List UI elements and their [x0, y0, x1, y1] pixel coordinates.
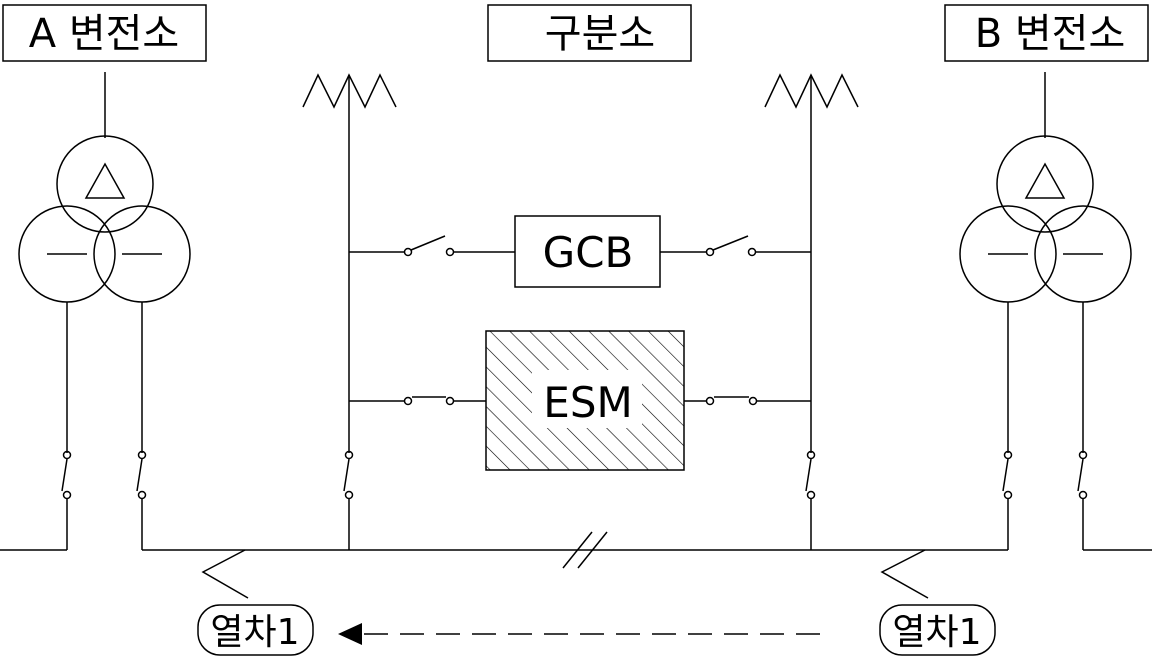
pantograph-left [201, 549, 249, 599]
substation-a-label: A 변전소 [29, 11, 179, 57]
substation-b-title: B 변전소 [944, 4, 1149, 62]
train-right-label: 열차1 [892, 612, 981, 653]
train-right: 열차1 [879, 604, 996, 656]
substation-b-feeders [1002, 302, 1088, 550]
substation-a-feeders [61, 302, 147, 550]
catenary-line [0, 531, 1152, 569]
sectioning-post-label: 구분소 [545, 11, 655, 57]
substation-b-transformer [959, 72, 1132, 303]
section-break-mark [562, 531, 593, 569]
sectioning-post-title: 구분소 [487, 4, 692, 62]
esm-label: ESM [543, 378, 632, 427]
arrow-left-icon [338, 623, 362, 645]
right-arrester-bus [764, 73, 859, 550]
esm-label-bg [532, 370, 642, 428]
pantograph-right [880, 549, 929, 599]
left-arrester-bus [302, 73, 397, 550]
substation-a-transformer [18, 72, 191, 303]
gcb-label: GCB [543, 228, 634, 277]
delta-icon [84, 162, 126, 199]
train-left-label: 열차1 [210, 612, 299, 653]
gcb-branch: GCB [349, 215, 811, 288]
substation-a-title: A 변전소 [2, 4, 207, 62]
delta-icon [1024, 162, 1066, 199]
train-left: 열차1 [197, 604, 314, 656]
substation-b-label: B 변전소 [975, 11, 1126, 57]
section-break-mark [577, 531, 608, 569]
esm-branch: ESM [349, 330, 811, 471]
